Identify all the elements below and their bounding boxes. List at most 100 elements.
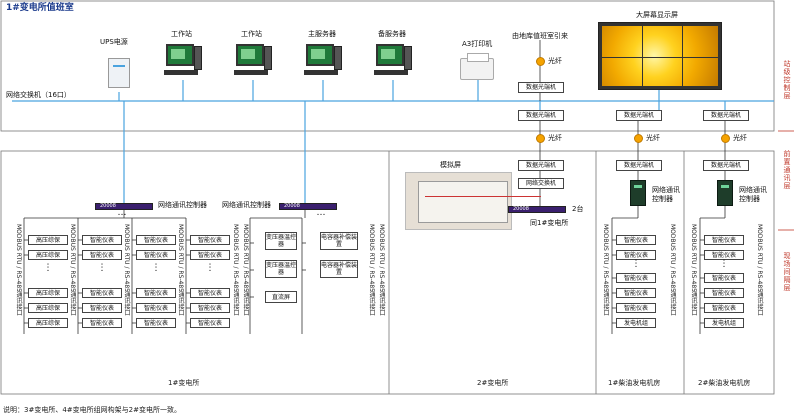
comm-controller-icon: 20008 [279, 203, 337, 210]
smart-meter-box: 智能仪表 [704, 250, 744, 260]
smart-meter-box: 智能仪表 [136, 318, 176, 328]
source-label: 由地库值班室引来 [512, 32, 568, 40]
smart-meter-box: 智能仪表 [82, 235, 122, 245]
smart-meter-box: 智能仪表 [616, 273, 656, 283]
comm-controller-icon: 20008 [95, 203, 153, 210]
main-server-icon [304, 44, 342, 78]
backup-server-icon [374, 44, 412, 78]
workstation-2-icon [234, 44, 272, 78]
hv-protection-box: 高压综保 [28, 250, 68, 260]
controller-label: 网络通讯控制器 [158, 201, 207, 209]
fiber-label: 光纤 [548, 57, 562, 65]
comm-controller-icon [630, 180, 646, 206]
fiber-converter-diesel2: 数据光端机 [703, 160, 749, 171]
fiber-converter-diesel1: 数据光端机 [616, 160, 662, 171]
interface-label: MODBUS RTU / RS-485通讯接口 [15, 224, 22, 316]
ellipsis: … [117, 208, 127, 218]
side-label-station: 站级控制层 [783, 60, 791, 100]
side-label-front: 前置通讯层 [783, 150, 791, 190]
smart-meter-box: 智能仪表 [190, 250, 230, 260]
interface-label: MODBUS RTU / RS-485通讯接口 [177, 224, 184, 316]
footnote: 说明：3#变电所、4#变电所组网构架与2#变电所一致。 [3, 406, 181, 414]
section-label-diesel1: 1#柴油发电机房 [608, 379, 661, 387]
smart-meter-box: 智能仪表 [704, 235, 744, 245]
smart-meter-box: 智能仪表 [190, 318, 230, 328]
ellipsis: ⋮ [719, 259, 729, 269]
workstation-2-label: 工作站 [241, 30, 262, 38]
smart-meter-box: 智能仪表 [704, 273, 744, 283]
controller-label: 网络通讯 控制器 [652, 186, 680, 203]
ellipsis: ⋮ [97, 263, 107, 273]
backup-server-label: 备服务器 [378, 30, 406, 38]
hv-protection-box: 高压综保 [28, 303, 68, 313]
smart-meter-box: 智能仪表 [616, 235, 656, 245]
interface-label: MODBUS RTU / RS-485通讯接口 [669, 224, 676, 316]
mimic-label: 模拟屏 [440, 161, 461, 169]
side-label-field: 现场间隔层 [783, 252, 791, 292]
ellipsis: ⋮ [151, 263, 161, 273]
smart-meter-box: 智能仪表 [616, 288, 656, 298]
smart-meter-box: 智能仪表 [190, 288, 230, 298]
fiber-icon [536, 134, 545, 143]
fiber-label: 光纤 [733, 134, 747, 142]
same-as-label: 同1#变电所 [530, 219, 569, 227]
ups-label: UPS电源 [100, 38, 128, 46]
fiber-icon [721, 134, 730, 143]
video-wall-icon [598, 22, 722, 90]
smart-meter-box: 智能仪表 [616, 250, 656, 260]
mimic-panel-image [405, 172, 541, 230]
interface-label: MODBUS RTU / RS-485通讯接口 [123, 224, 130, 316]
interface-label: MODBUS RTU / RS-485通讯接口 [690, 224, 697, 316]
interface-label: MODBUS RTU / RS-485通讯接口 [602, 224, 609, 316]
smart-meter-box: 智能仪表 [704, 303, 744, 313]
smart-meter-box: 智能仪表 [136, 250, 176, 260]
interface-label: MODBUS RTU / RS-485通讯接口 [368, 224, 375, 316]
net-switch-sub2: 网络交换机 [518, 178, 564, 189]
fiber-converter-2a: 数据光端机 [518, 110, 564, 121]
fiber-label: 光纤 [548, 134, 562, 142]
hv-protection-box: 高压综保 [28, 235, 68, 245]
smart-meter-box: 智能仪表 [616, 303, 656, 313]
fiber-converter-2b: 数据光端机 [616, 110, 662, 121]
interface-label: MODBUS RTU / RS-485通讯接口 [378, 224, 385, 316]
section-label-diesel2: 2#柴油发电机房 [698, 379, 751, 387]
section-label-sub2: 2#变电所 [477, 379, 509, 387]
ellipsis: ⋮ [43, 263, 53, 273]
fiber-icon [536, 57, 545, 66]
ellipsis: ⋮ [631, 259, 641, 269]
smart-meter-box: 智能仪表 [82, 303, 122, 313]
fiber-converter-top: 数据光端机 [518, 82, 564, 93]
fiber-converter-2c: 数据光端机 [703, 110, 749, 121]
smart-meter-box: 智能仪表 [82, 250, 122, 260]
controller-count: 2台 [572, 205, 584, 213]
ellipsis: … [316, 208, 326, 218]
generator-set-box: 发电机组 [616, 318, 656, 328]
section-label-sub1: 1#变电所 [168, 379, 200, 387]
hv-protection-box: 高压综保 [28, 288, 68, 298]
ups-icon [108, 58, 130, 88]
interface-label: MODBUS RTU / RS-485通讯接口 [232, 224, 239, 316]
main-server-label: 主服务器 [308, 30, 336, 38]
controller-label: 网络通讯 控制器 [739, 186, 767, 203]
fiber-icon [634, 134, 643, 143]
smart-meter-box: 智能仪表 [190, 235, 230, 245]
printer-icon [460, 53, 494, 80]
controller-label: 网络通讯控制器 [222, 201, 271, 209]
generator-set-box: 发电机组 [704, 318, 744, 328]
interface-label: MODBUS RTU / RS-485通讯接口 [242, 224, 249, 316]
fiber-converter-sub2: 数据光端机 [518, 160, 564, 171]
interface-label: MODBUS RTU / RS-485通讯接口 [69, 224, 76, 316]
workstation-1-icon [164, 44, 202, 78]
comm-controller-icon: 20008 [508, 206, 566, 213]
hv-protection-box: 高压综保 [28, 318, 68, 328]
workstation-1-label: 工作站 [171, 30, 192, 38]
smart-meter-box: 智能仪表 [82, 318, 122, 328]
printer-label: A3打印机 [462, 40, 493, 48]
dc-screen-box: 直流屏 [265, 291, 297, 303]
ellipsis: ⋮ [205, 263, 215, 273]
smart-meter-box: 智能仪表 [82, 288, 122, 298]
interface-label: MODBUS RTU / RS-485通讯接口 [756, 224, 763, 316]
capacitor-comp-box: 电容器补偿装置 [320, 260, 358, 278]
